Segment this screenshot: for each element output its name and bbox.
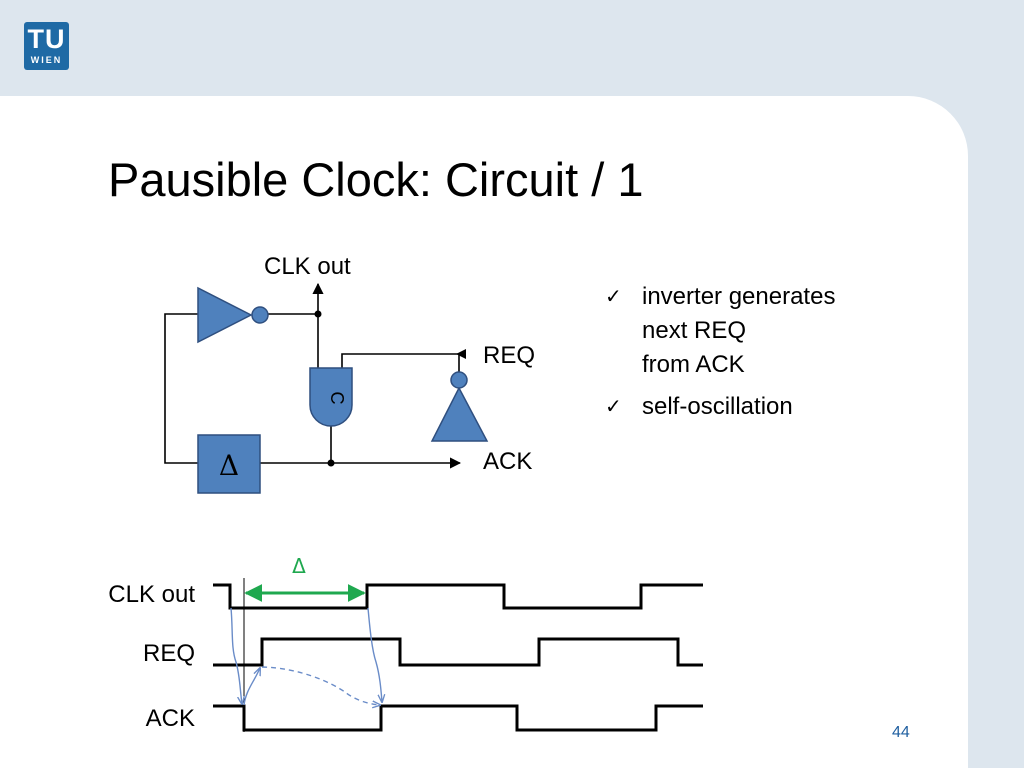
checkmark-icon: ✓ [605, 394, 622, 418]
timing-signal-labels: CLK out REQ ACK [108, 581, 195, 732]
bullet-text: inverter generates next REQ from ACK [642, 283, 836, 378]
req-arrowhead [456, 349, 466, 359]
inverter-gate-clk [197, 286, 269, 344]
junction-dot [327, 459, 335, 467]
tu-wien-logo: TU WIEN [24, 22, 69, 70]
inverter-gate-req [430, 371, 489, 442]
bullet-list: ✓ inverter generates next REQ from ACK ✓… [605, 280, 835, 432]
checkmark-icon: ✓ [605, 284, 622, 308]
timing-label-ack: ACK [146, 705, 195, 732]
c-element-gate: C [309, 367, 353, 427]
req-label: REQ [483, 342, 535, 369]
ack-label: ACK [483, 448, 532, 475]
logo-wien-text: WIEN [30, 55, 63, 65]
bullet-item: ✓ inverter generates next REQ from ACK [605, 280, 835, 382]
clk-out-waveform [213, 583, 703, 610]
slide-title: Pausible Clock: Circuit / 1 [108, 153, 644, 206]
logo-tu-text: TU [27, 24, 66, 54]
clk-out-label: CLK out [264, 253, 351, 280]
c-element-label: C [327, 392, 347, 405]
page-number: 44 [892, 724, 910, 741]
timing-label-req: REQ [143, 640, 195, 667]
causality-arrows [230, 607, 382, 705]
bullet-text: self-oscillation [642, 393, 793, 420]
delay-symbol: Δ [219, 449, 239, 482]
junction-dot [314, 310, 322, 318]
delta-label: Δ [292, 554, 306, 578]
slide-background [0, 96, 968, 768]
timing-waveforms [213, 583, 703, 732]
timing-label-clk-out: CLK out [108, 581, 195, 608]
delay-element: Δ [197, 434, 261, 494]
ack-waveform [213, 704, 703, 732]
circuit-wires [164, 282, 462, 469]
req-waveform [213, 637, 703, 667]
bullet-item: ✓ self-oscillation [605, 390, 835, 424]
